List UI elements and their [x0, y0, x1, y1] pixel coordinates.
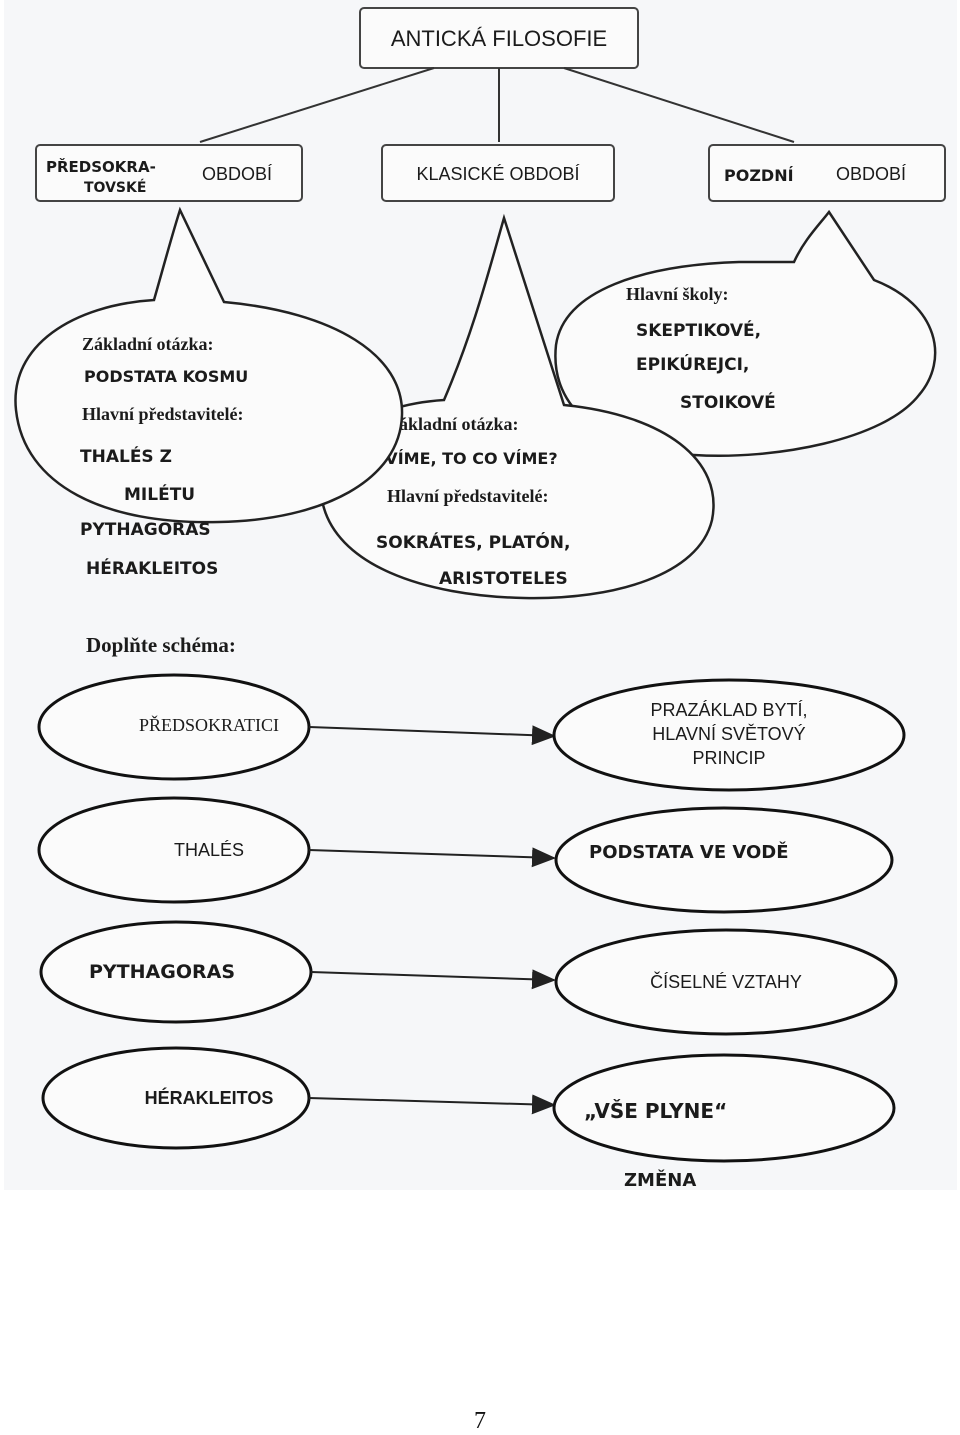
period-classic-label: KLASICKÉ OBDOBÍ	[416, 164, 579, 184]
bubble-mid-rep-1: SOKRÁTES, PLATÓN,	[376, 531, 571, 553]
schema-title: Doplňte schéma:	[86, 633, 236, 657]
diagram-title: ANTICKÁ FILOSOFIE	[391, 26, 607, 51]
worksheet-scan: ANTICKÁ FILOSOFIE PŘEDSOKRA- TOVSKÉ OBDO…	[4, 0, 957, 1191]
schema-arrow-3	[310, 969, 556, 990]
bubble-left-rep-3: PYTHAGORAS	[80, 520, 211, 540]
schema-right-4: „VŠE PLYNE“	[584, 1099, 727, 1123]
schema-left-4: HÉRAKLEITOS	[145, 1087, 274, 1108]
bubble-mid-question-label: Základní otázka:	[387, 414, 519, 434]
schema-arrow-2	[308, 847, 556, 868]
schema-right-3: ČÍSELNÉ VZTAHY	[650, 971, 802, 992]
schema-left-1: PŘEDSOKRATICI	[139, 714, 279, 735]
bubble-presocratic	[14, 206, 404, 524]
schema-oval-right-4	[552, 1053, 896, 1163]
bubble-left-question-answer: PODSTATA KOSMU	[84, 367, 248, 386]
schema-oval-right-2	[554, 806, 894, 914]
concept-map: ANTICKÁ FILOSOFIE PŘEDSOKRA- TOVSKÉ OBDO…	[14, 7, 946, 1191]
period-presocratic-hand-1: PŘEDSOKRA-	[46, 157, 156, 176]
bubble-mid-reps-label: Hlavní představitelé:	[387, 486, 548, 506]
bubble-left-rep-1: THALÉS Z	[80, 445, 172, 467]
schema-right-1-line-1: PRAZÁKLAD BYTÍ,	[650, 700, 807, 720]
schema-right-2: PODSTATA VE VODĚ	[589, 841, 789, 863]
bubble-mid-question-answer: JAK VÍME, TO CO VÍME?	[348, 449, 558, 468]
bubble-right-school-1: SKEPTIKOVÉ,	[636, 319, 761, 341]
bubble-right-school-2: EPIKÚREJCI,	[636, 353, 749, 375]
period-late-label: OBDOBÍ	[836, 164, 906, 184]
period-box-late	[708, 144, 946, 202]
period-presocratic-hand-2: TOVSKÉ	[84, 179, 146, 196]
schema-oval-right-1	[552, 678, 906, 792]
bubble-left-rep-2: MILÉTU	[124, 483, 195, 505]
schema-arrow-1	[308, 725, 556, 746]
schema-left-3: PYTHAGORAS	[89, 961, 235, 983]
schema-right-4-note: ZMĚNA	[624, 1169, 696, 1190]
bubble-classic	[319, 213, 715, 600]
period-box-presocratic	[35, 144, 303, 202]
bubble-left-question-label: Základní otázka:	[82, 334, 214, 354]
schema-right-1-line-2: HLAVNÍ SVĚTOVÝ	[652, 724, 805, 744]
schema-right-1-line-3: PRINCIP	[692, 748, 765, 768]
bubble-mid-rep-2: ARISTOTELES	[439, 569, 568, 589]
bubble-left-reps-label: Hlavní představitelé:	[82, 404, 243, 424]
connector-title-late	[563, 67, 795, 143]
bubble-right-school-3: STOIKOVÉ	[680, 391, 776, 413]
connector-title-pre	[199, 67, 435, 143]
schema-arrow-4	[308, 1094, 556, 1115]
period-box-classic	[381, 144, 615, 202]
bubble-right-label: Hlavní školy:	[626, 284, 729, 304]
page-number: 7	[474, 1408, 486, 1434]
period-presocratic-label: OBDOBÍ	[202, 164, 272, 184]
period-late-hand: POZDNÍ	[724, 166, 794, 185]
bubble-left-rep-4: HÉRAKLEITOS	[86, 557, 218, 579]
schema-left-2: THALÉS	[174, 840, 244, 860]
schema-oval-right-3	[554, 928, 898, 1036]
